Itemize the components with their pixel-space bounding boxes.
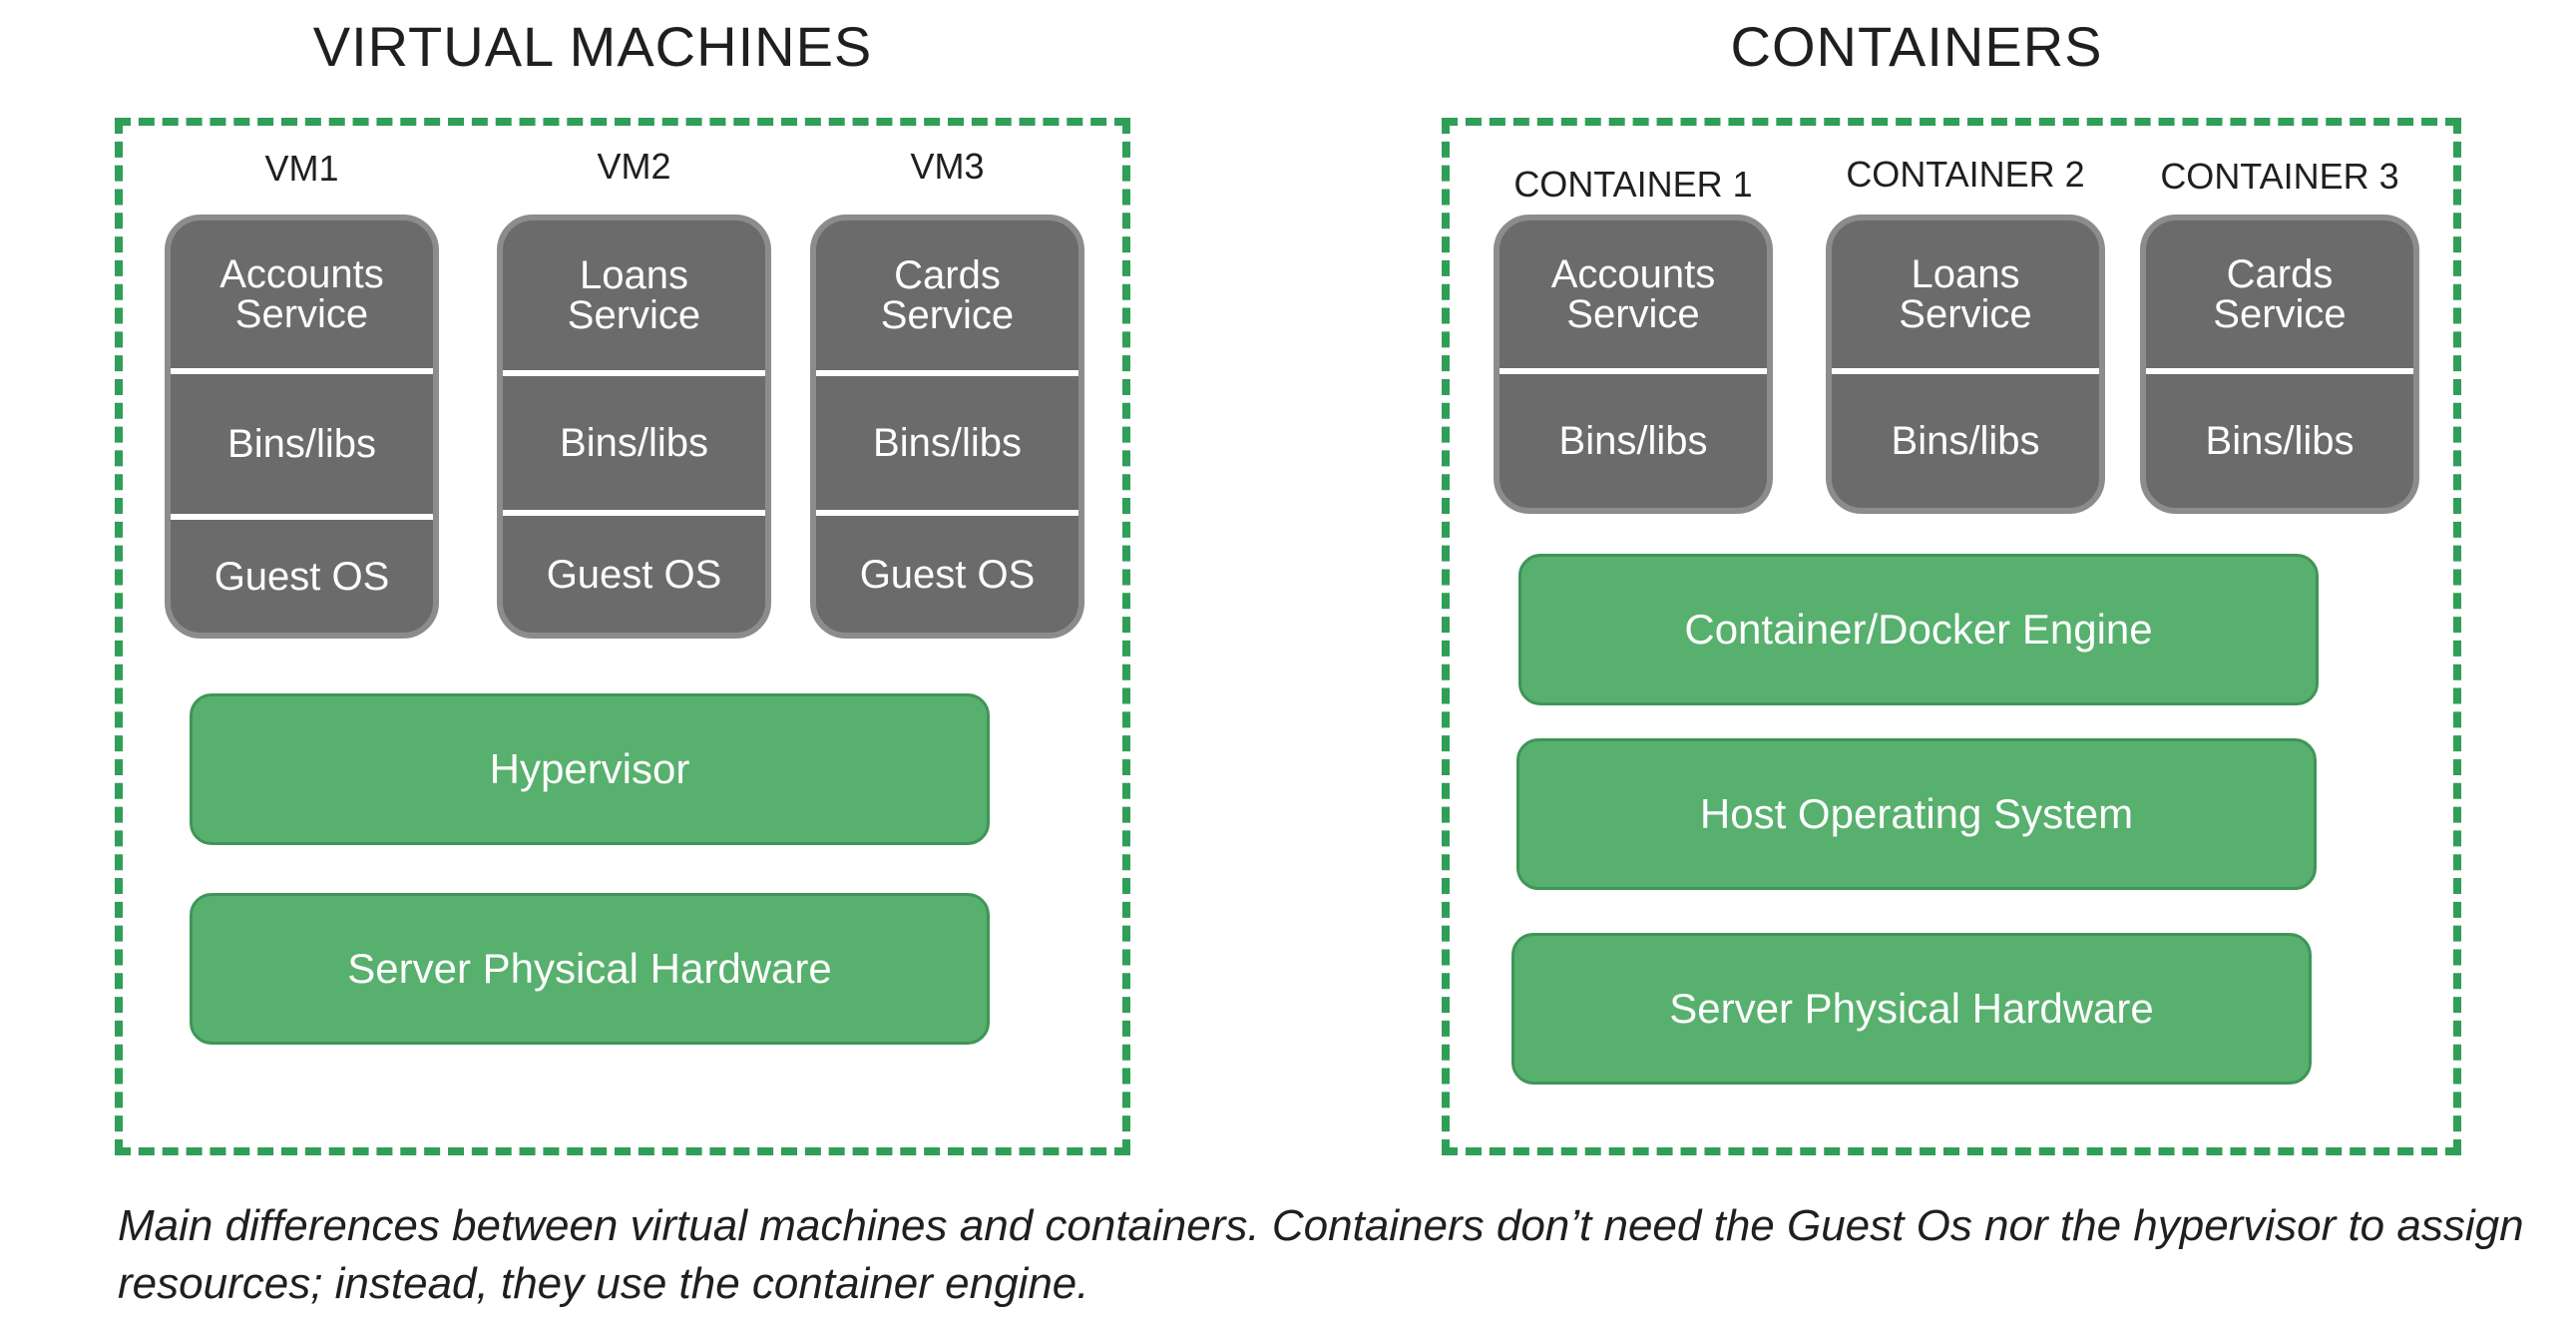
vm1-os: Guest OS xyxy=(214,554,390,599)
vm3-os: Guest OS xyxy=(859,552,1036,597)
container3-stack: Cards Service Bins/libs xyxy=(2140,215,2419,514)
container2-libs: Bins/libs xyxy=(1891,419,2040,463)
vm3-libs: Bins/libs xyxy=(873,421,1022,465)
containers-frame xyxy=(1442,118,2461,1155)
vm2-divider-2 xyxy=(503,510,765,516)
vm1-service: Accounts Service xyxy=(219,252,384,336)
vm1-divider-1 xyxy=(171,368,433,374)
vm1-libs: Bins/libs xyxy=(227,422,376,466)
container3-libs: Bins/libs xyxy=(2205,419,2355,463)
container1-label: CONTAINER 1 xyxy=(1513,164,1753,205)
vm1-divider-2 xyxy=(171,514,433,520)
vm2-label: VM2 xyxy=(597,146,671,187)
vm2-stack: Loans Service Bins/libs Guest OS xyxy=(497,215,771,639)
container2-divider xyxy=(1832,368,2099,374)
vm3-service: Cards Service xyxy=(880,253,1015,337)
vm3-stack: Cards Service Bins/libs Guest OS xyxy=(810,215,1084,639)
containers-title: CONTAINERS xyxy=(1730,15,2103,78)
container1-service: Accounts Service xyxy=(1550,252,1716,336)
vm2-service: Loans Service xyxy=(567,253,701,337)
vm3-divider-1 xyxy=(816,370,1078,376)
host-os-layer: Host Operating System xyxy=(1516,738,2317,890)
vm-frame xyxy=(115,118,1130,1155)
vm3-label: VM3 xyxy=(910,146,985,187)
container3-divider xyxy=(2146,368,2413,374)
diagram-caption: Main differences between virtual machine… xyxy=(118,1201,2524,1308)
container2-stack: Loans Service Bins/libs xyxy=(1826,215,2105,514)
vm2-divider-1 xyxy=(503,370,765,376)
container3-label: CONTAINER 3 xyxy=(2160,156,2399,197)
container2-service: Loans Service xyxy=(1899,252,2032,336)
container2-label: CONTAINER 2 xyxy=(1846,154,2085,195)
vm-hardware-layer: Server Physical Hardware xyxy=(190,893,990,1045)
vm2-libs: Bins/libs xyxy=(560,421,708,465)
vm2-os: Guest OS xyxy=(546,552,722,597)
vm1-stack: Accounts Service Bins/libs Guest OS xyxy=(165,215,439,639)
docker-engine-layer: Container/Docker Engine xyxy=(1518,554,2319,705)
container1-divider xyxy=(1500,368,1767,374)
vm3-divider-2 xyxy=(816,510,1078,516)
vm-title: VIRTUAL MACHINES xyxy=(312,15,873,78)
container3-service: Cards Service xyxy=(2213,252,2347,336)
container-hardware-layer: Server Physical Hardware xyxy=(1511,933,2312,1085)
container1-libs: Bins/libs xyxy=(1558,419,1708,463)
container1-stack: Accounts Service Bins/libs xyxy=(1494,215,1773,514)
hypervisor-layer: Hypervisor xyxy=(190,693,990,845)
vm1-label: VM1 xyxy=(264,148,339,189)
